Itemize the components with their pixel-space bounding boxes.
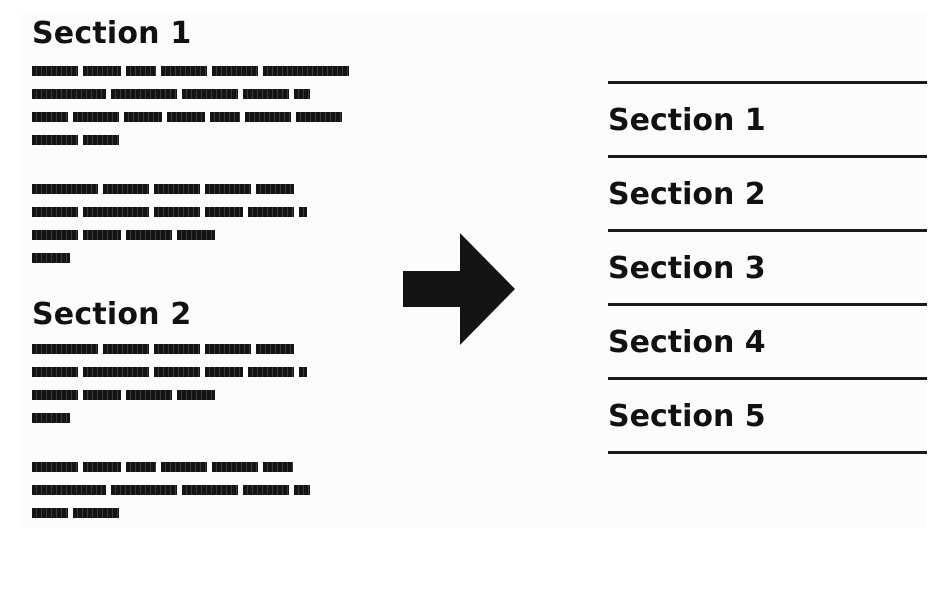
text-line-placeholder <box>32 207 372 217</box>
text-line-placeholder <box>32 135 372 145</box>
text-line-placeholder <box>32 462 372 472</box>
outline-item-label: Section 1 <box>608 103 766 138</box>
outline-item: Section 2 <box>608 158 927 232</box>
text-line-placeholder <box>32 112 372 122</box>
outline-item: Section 1 <box>608 84 927 158</box>
paragraph-placeholder <box>32 462 372 531</box>
text-line-placeholder <box>32 367 372 377</box>
document-section-1-heading: Section 1 <box>32 16 192 51</box>
text-line-placeholder <box>32 184 372 194</box>
text-line-placeholder <box>32 89 372 99</box>
divider <box>608 81 927 84</box>
text-line-placeholder <box>32 390 372 400</box>
outline-item-label: Section 4 <box>608 325 766 360</box>
text-line-placeholder <box>32 413 372 423</box>
outline-item: Section 3 <box>608 232 927 306</box>
paragraph-placeholder <box>32 66 372 158</box>
arrow-right-icon <box>403 233 515 345</box>
paragraph-placeholder <box>32 184 372 276</box>
outline-item: Section 4 <box>608 306 927 380</box>
text-line-placeholder <box>32 66 372 76</box>
outline-item-label: Section 3 <box>608 251 766 286</box>
document-section-2-heading: Section 2 <box>32 297 192 332</box>
text-line-placeholder <box>32 508 372 518</box>
text-line-placeholder <box>32 344 372 354</box>
paragraph-placeholder <box>32 344 372 436</box>
text-line-placeholder <box>32 485 372 495</box>
outline-item-label: Section 5 <box>608 399 766 434</box>
text-line-placeholder <box>32 230 372 240</box>
section-outline: Section 1 Section 2 Section 3 Section 4 … <box>608 81 927 454</box>
outline-item-label: Section 2 <box>608 177 766 212</box>
outline-item: Section 5 <box>608 380 927 454</box>
text-line-placeholder <box>32 253 372 263</box>
